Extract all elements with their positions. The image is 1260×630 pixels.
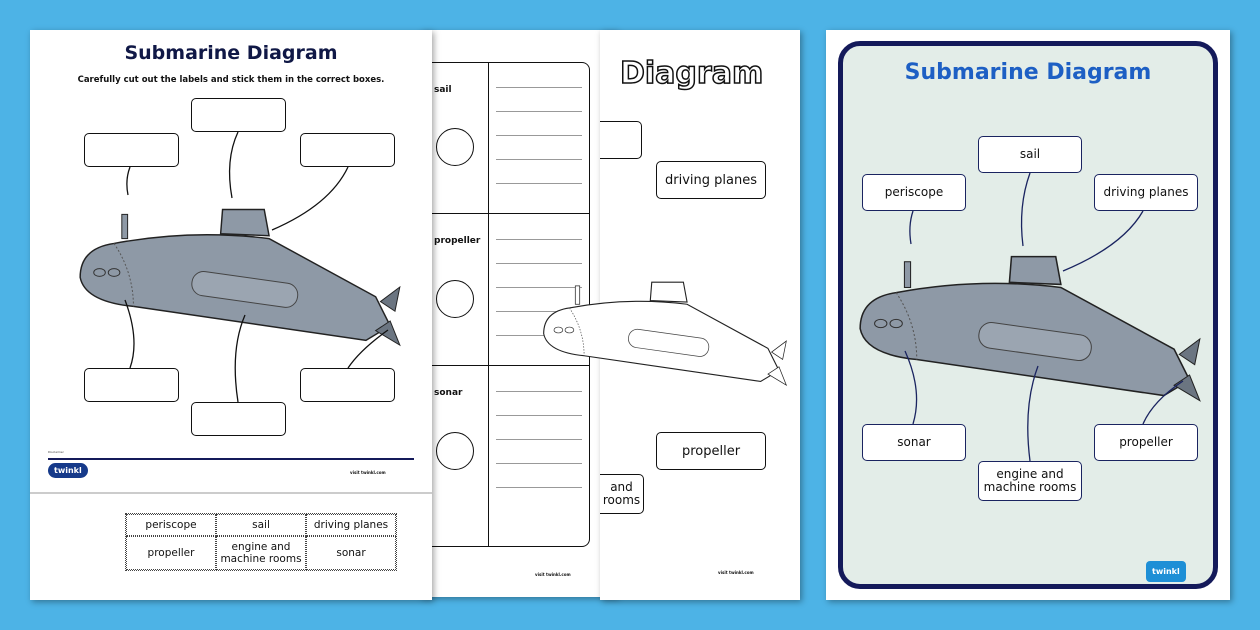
colouring-title: Diagram: [619, 55, 764, 92]
footer-link[interactable]: visit twinkl.com: [350, 470, 386, 475]
label-driving-planes: driving planes: [656, 161, 766, 199]
footer-link: visit twinkl.com: [718, 570, 754, 575]
disclaimer-text: Disclaimer: [48, 450, 64, 454]
label-propeller: propeller: [656, 432, 766, 470]
label-engine: and rooms: [600, 474, 644, 514]
poster-panel: Submarine Diagram periscope sail driving…: [838, 41, 1218, 589]
footer-rule: [48, 458, 414, 460]
part-picture-circle: [436, 432, 474, 470]
label-driving-planes: driving planes: [1094, 174, 1198, 211]
notes-row-label: sail: [434, 85, 452, 95]
empty-label-box: [191, 98, 286, 132]
label-sail: sail: [978, 136, 1082, 173]
label-arrows: [124, 131, 389, 403]
label-sonar: sonar: [862, 424, 966, 461]
empty-label-box: [191, 402, 286, 436]
cut-label-periscope: periscope: [126, 514, 216, 536]
submarine-illustration: [855, 241, 1205, 406]
twinkl-logo: twinkl: [48, 463, 88, 478]
empty-label-box: [300, 368, 395, 402]
cut-label-sonar: sonar: [306, 536, 396, 570]
label-box: [600, 121, 642, 159]
label-engine-machine-rooms: engine and machine rooms: [978, 461, 1082, 501]
label-periscope: periscope: [862, 174, 966, 211]
row-divider: [420, 213, 589, 214]
writing-line: [496, 335, 582, 336]
submarine-outline: [540, 245, 790, 415]
cut-and-stick-worksheet-page: Submarine Diagram Carefully cut out the …: [30, 30, 432, 600]
part-picture-circle: [436, 128, 474, 166]
writing-line: [496, 159, 582, 160]
writing-line: [496, 463, 582, 464]
part-picture-circle: [436, 280, 474, 318]
poster-page: Submarine Diagram periscope sail driving…: [826, 30, 1230, 600]
poster-title: Submarine Diagram: [904, 60, 1152, 85]
label-arrows: [904, 172, 1184, 462]
cut-out-labels-grid: periscope sail driving planes propeller …: [125, 513, 397, 571]
writing-line: [496, 287, 582, 288]
writing-line: [496, 391, 582, 392]
submarine-illustration: [75, 195, 405, 350]
writing-line: [496, 415, 582, 416]
cut-label-engine: engine and machine rooms: [216, 536, 306, 570]
writing-line: [496, 111, 582, 112]
worksheet-instruction: Carefully cut out the labels and stick t…: [77, 75, 385, 85]
writing-line: [496, 311, 582, 312]
notes-row-label: sonar: [434, 388, 463, 398]
column-divider: [488, 63, 489, 546]
cut-label-propeller: propeller: [126, 536, 216, 570]
colouring-worksheet-page: Diagram driving planes propeller and roo…: [543, 30, 800, 600]
writing-line: [496, 183, 582, 184]
writing-line: [496, 487, 582, 488]
notes-table: sail propeller sonar: [420, 62, 590, 547]
twinkl-logo: twinkl: [1146, 561, 1186, 582]
worksheet-title: Submarine Diagram: [124, 42, 338, 64]
row-divider: [420, 365, 589, 366]
cut-label-sail: sail: [216, 514, 306, 536]
label-propeller: propeller: [1094, 424, 1198, 461]
cut-label-driving-planes: driving planes: [306, 514, 396, 536]
writing-line: [496, 439, 582, 440]
page-divider: [30, 492, 432, 494]
empty-label-box: [84, 133, 179, 167]
writing-line: [496, 135, 582, 136]
writing-line: [496, 263, 582, 264]
writing-line: [496, 239, 582, 240]
footer-link: visit twinkl.com: [535, 572, 571, 577]
empty-label-box: [84, 368, 179, 402]
writing-line: [496, 87, 582, 88]
notes-row-label: propeller: [434, 236, 481, 246]
empty-label-box: [300, 133, 395, 167]
